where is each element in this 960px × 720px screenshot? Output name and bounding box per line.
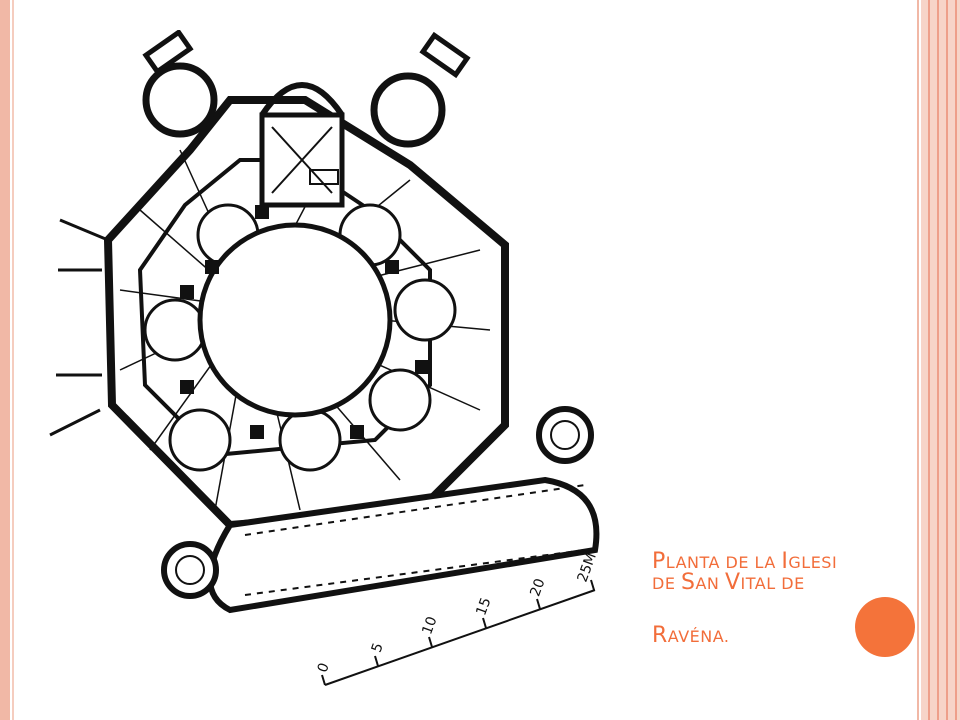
left-border (0, 0, 10, 720)
accent-circle (855, 597, 915, 657)
inner-octagon (137, 158, 432, 458)
scale-label-15: 15 (473, 595, 494, 617)
floor-plan-image: 0 5 10 15 20 25M (49, 30, 600, 686)
central-dome (197, 222, 393, 418)
caption-line-2: DE SAN VITAL DE (652, 570, 932, 595)
scale-label-10: 10 (419, 614, 440, 636)
exedra-lobes (143, 203, 457, 472)
scale-bar (321, 579, 596, 686)
scale-label-0: 0 (315, 661, 333, 675)
left-border-line (12, 0, 14, 720)
caption-initial: R (652, 623, 668, 648)
caption-initial: P (652, 549, 666, 574)
apse (259, 82, 345, 117)
chapel-left (142, 62, 218, 138)
caption-initial: I (781, 549, 789, 574)
caption-line-1: PLANTA DE LA IGLESI (652, 549, 932, 574)
stair-tower-left (161, 541, 219, 599)
caption-text: DE (652, 574, 682, 593)
piers (180, 205, 429, 439)
plan-drawing (49, 30, 600, 686)
caption-text: GLESI (788, 553, 838, 572)
scale-label-25m: 25M (575, 551, 600, 585)
caption-line-3: RAVÉNA. (652, 623, 932, 648)
caption-text: AN (695, 574, 725, 593)
scale-label-5: 5 (369, 641, 387, 655)
caption-text: ITAL DE (740, 574, 805, 593)
right-border-stripes (921, 0, 960, 720)
entrance-stubs (49, 218, 109, 437)
chapel-right (370, 72, 446, 148)
scale-label-20: 20 (527, 576, 548, 598)
caption-text: AVÉNA. (667, 627, 730, 646)
caption-initial: S (681, 570, 696, 595)
slide-caption: PLANTA DE LA IGLESI DE SAN VITAL DE RAVÉ… (652, 549, 932, 648)
caption-initial: V (724, 570, 741, 595)
stair-tower-right (536, 406, 594, 464)
right-border-line (917, 0, 919, 720)
caption-text: LANTA DE LA (665, 553, 782, 572)
